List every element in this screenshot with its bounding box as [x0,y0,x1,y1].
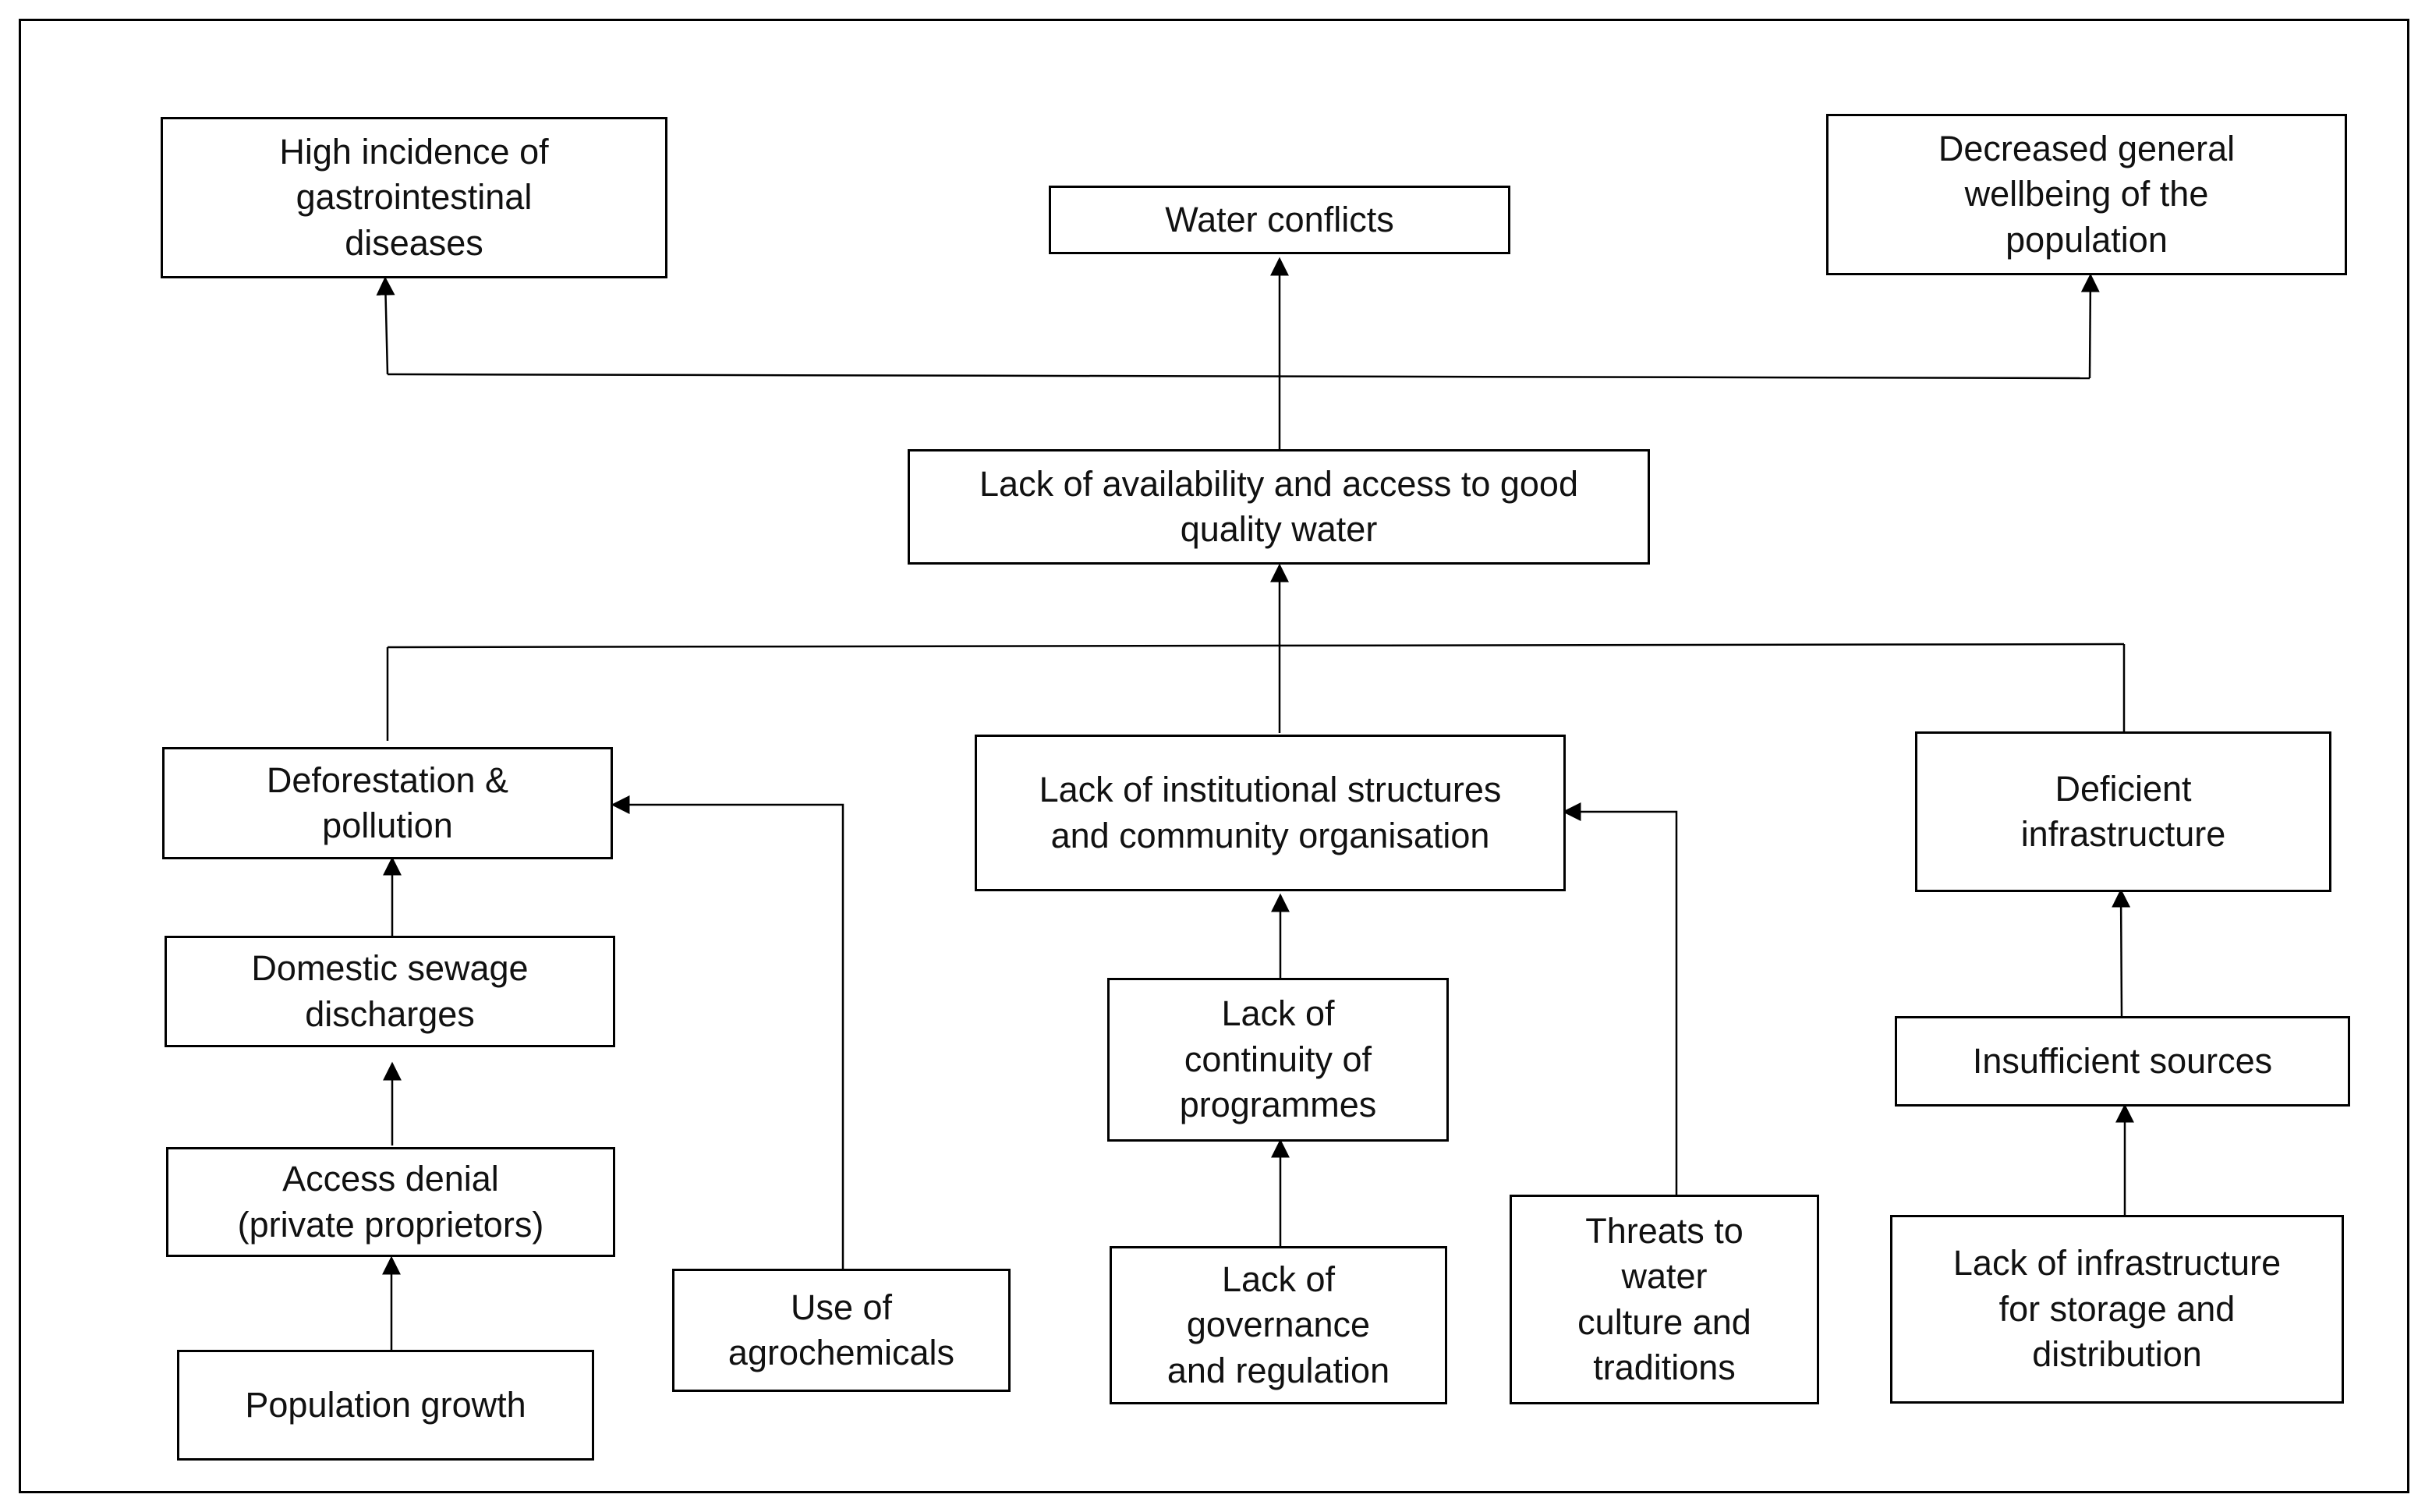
connector-threats-to-institutional [1562,802,1678,1195]
connector-agro-to-deforestation [611,795,844,1269]
box-water-conflicts: Water conflicts [1049,186,1510,254]
box-gastrointestinal-diseases: High incidence of gastrointestinal disea… [161,117,667,278]
box-access-denial: Access denial (private proprietors) [166,1147,615,1257]
box-decreased-wellbeing: Decreased general wellbeing of the popul… [1826,114,2347,275]
box-insufficient-sources: Insufficient sources [1895,1016,2350,1107]
box-lack-of-water-access: Lack of availability and access to good … [908,449,1650,565]
box-institutional-structures: Lack of institutional structures and com… [975,735,1566,891]
connector-cause-bar [387,643,2125,649]
connector-to-gastro [376,276,395,375]
box-population-growth: Population growth [177,1350,594,1461]
connector-bar-to-gastro [387,373,2090,380]
box-governance-regulation: Lack of governance and regulation [1110,1246,1447,1404]
box-use-of-agrochemicals: Use of agrochemicals [672,1269,1011,1392]
box-continuity-of-programmes: Lack of continuity of programmes [1107,978,1449,1142]
box-deforestation-pollution: Deforestation & pollution [162,747,613,859]
connector-sources-to-infra [2112,888,2131,1017]
box-threats-water-culture: Threats to water culture and traditions [1510,1195,1819,1404]
box-deficient-infrastructure: Deficient infrastructure [1915,731,2331,892]
box-domestic-sewage: Domestic sewage discharges [165,936,615,1047]
box-storage-distribution: Lack of infrastructure for storage and d… [1890,1215,2344,1404]
diagram-frame [19,19,2409,1493]
